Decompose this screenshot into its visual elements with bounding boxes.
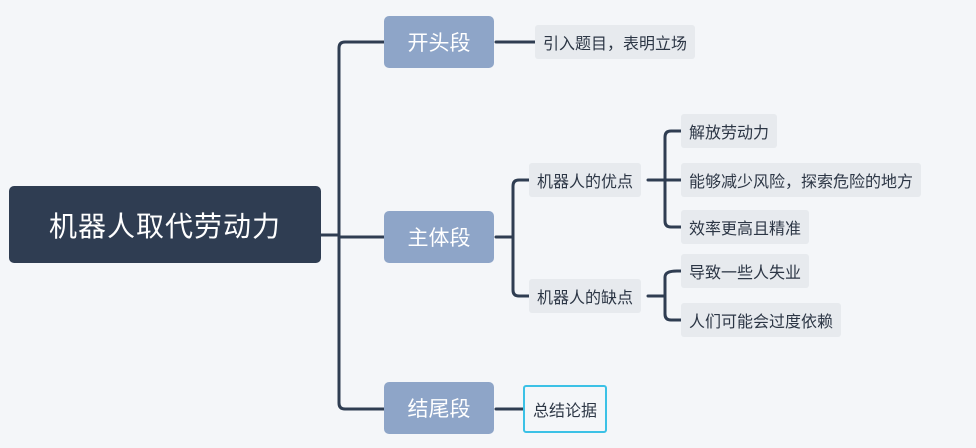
topic-body[interactable]: 主体段: [384, 211, 494, 263]
connector-pros-branches: [663, 129, 683, 229]
closing-detail-selected[interactable]: 总结论据: [523, 385, 608, 433]
subtopic-cons[interactable]: 机器人的缺点: [529, 279, 642, 313]
topic-opening[interactable]: 开头段: [384, 16, 494, 68]
pros-item-reduce-risk[interactable]: 能够减少风险，探索危险的地方: [681, 163, 922, 197]
topic-closing[interactable]: 结尾段: [384, 382, 494, 434]
root-topic[interactable]: 机器人取代劳动力: [9, 186, 321, 263]
subtopic-pros[interactable]: 机器人的优点: [529, 163, 642, 197]
connector-cons-branches: [663, 269, 683, 322]
pros-item-free-labor[interactable]: 解放劳动力: [681, 114, 778, 148]
opening-detail[interactable]: 引入题目，表明立场: [535, 25, 696, 59]
cons-item-overreliance[interactable]: 人们可能会过度依赖: [681, 303, 842, 337]
connector-body-branches: [511, 178, 531, 298]
cons-item-unemployment[interactable]: 导致一些人失业: [681, 254, 810, 288]
connector-trunk: [337, 40, 386, 411]
pros-item-efficiency[interactable]: 效率更高且精准: [681, 210, 810, 244]
